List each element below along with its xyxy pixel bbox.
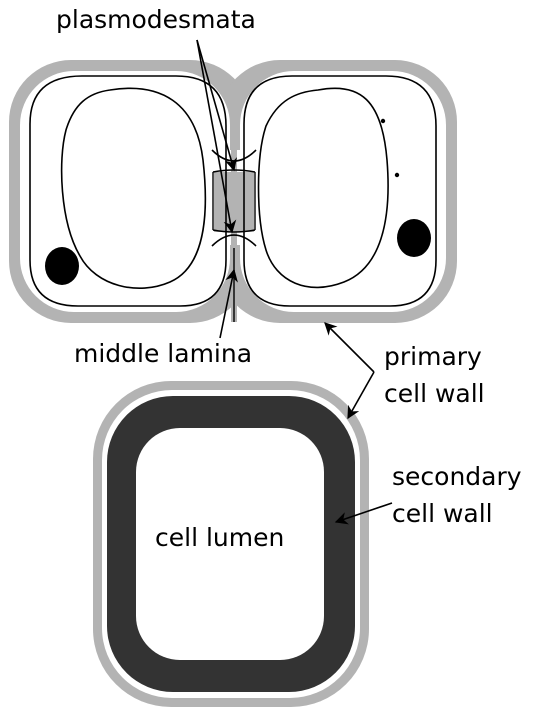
label-primary-cell-wall-line1: primary — [384, 342, 482, 371]
label-plasmodesmata: plasmodesmata — [56, 5, 256, 34]
left-vacuole — [62, 88, 206, 288]
label-primary-cell-wall-line2: cell wall — [384, 379, 485, 408]
label-cell-lumen: cell lumen — [155, 523, 284, 552]
label-middle-lamina: middle lamina — [74, 339, 252, 368]
right-vacuole — [259, 88, 389, 287]
organelle-dot — [395, 173, 399, 177]
arrow-primary-wall-upper — [325, 323, 374, 372]
organelle-dot — [381, 119, 385, 123]
right-nucleus — [397, 219, 431, 257]
label-secondary-cell-wall-line2: cell wall — [392, 499, 493, 528]
label-secondary-cell-wall-line1: secondary — [392, 462, 522, 491]
left-nucleus — [45, 247, 79, 285]
living-cells-pair — [9, 60, 457, 323]
arrow-primary-wall-lower — [348, 372, 374, 418]
